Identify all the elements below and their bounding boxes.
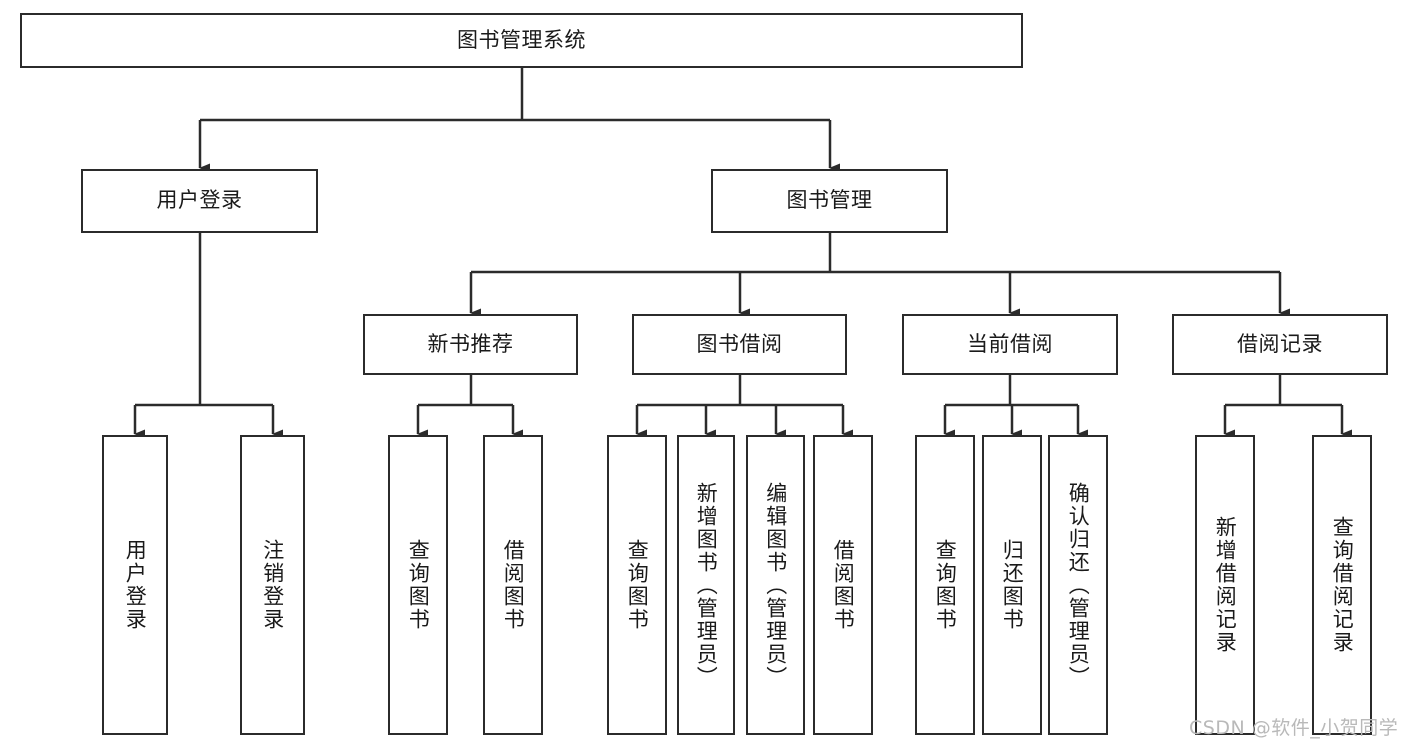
node-new-book-rec[interactable]: 新书推荐 [363, 314, 578, 375]
node-user-login[interactable]: 用户登录 [81, 169, 318, 233]
node-label: 图书管理系统 [457, 27, 586, 52]
node-label: 确认归还（管理员） [1066, 481, 1091, 689]
node-leaf-user-login[interactable]: 用户登录 [102, 435, 168, 735]
node-label: 注销登录 [260, 539, 285, 631]
node-leaf-return-book[interactable]: 归还图书 [982, 435, 1042, 735]
node-leaf-confirm-return[interactable]: 确认归还（管理员） [1048, 435, 1108, 735]
node-label: 查询图书 [933, 539, 958, 631]
watermark-text: CSDN @软件_小贺同学 [1189, 717, 1399, 739]
node-label: 查询图书 [406, 539, 431, 631]
node-book-manage[interactable]: 图书管理 [711, 169, 948, 233]
node-label: 用户登录 [123, 539, 148, 631]
node-label: 查询借阅记录 [1330, 516, 1355, 654]
node-leaf-borrow-book-1[interactable]: 借阅图书 [483, 435, 543, 735]
node-label: 当前借阅 [967, 331, 1053, 356]
node-label: 借阅图书 [831, 539, 856, 631]
node-label: 查询图书 [625, 539, 650, 631]
node-leaf-add-record[interactable]: 新增借阅记录 [1195, 435, 1255, 735]
node-root[interactable]: 图书管理系统 [20, 13, 1023, 68]
node-book-borrow[interactable]: 图书借阅 [632, 314, 847, 375]
node-leaf-borrow-book-2[interactable]: 借阅图书 [813, 435, 873, 735]
node-label: 借阅图书 [501, 539, 526, 631]
node-leaf-user-logout[interactable]: 注销登录 [240, 435, 305, 735]
node-label: 用户登录 [156, 188, 243, 213]
node-label: 新书推荐 [427, 331, 514, 356]
node-current-borrow[interactable]: 当前借阅 [902, 314, 1118, 375]
node-label: 图书借阅 [696, 331, 783, 356]
node-leaf-add-book[interactable]: 新增图书（管理员） [677, 435, 735, 735]
node-leaf-query-book-2[interactable]: 查询图书 [607, 435, 667, 735]
node-leaf-query-book-1[interactable]: 查询图书 [388, 435, 448, 735]
node-borrow-record[interactable]: 借阅记录 [1172, 314, 1388, 375]
edge-paths [133, 68, 1352, 439]
node-label: 归还图书 [1000, 539, 1025, 631]
node-leaf-query-book-3[interactable]: 查询图书 [915, 435, 975, 735]
node-label: 新增图书（管理员） [694, 481, 719, 689]
node-label: 编辑图书（管理员） [763, 481, 788, 689]
node-leaf-query-record[interactable]: 查询借阅记录 [1312, 435, 1372, 735]
node-label: 借阅记录 [1237, 331, 1323, 356]
node-label: 新增借阅记录 [1213, 516, 1238, 654]
node-leaf-edit-book[interactable]: 编辑图书（管理员） [746, 435, 805, 735]
node-label: 图书管理 [786, 188, 873, 213]
